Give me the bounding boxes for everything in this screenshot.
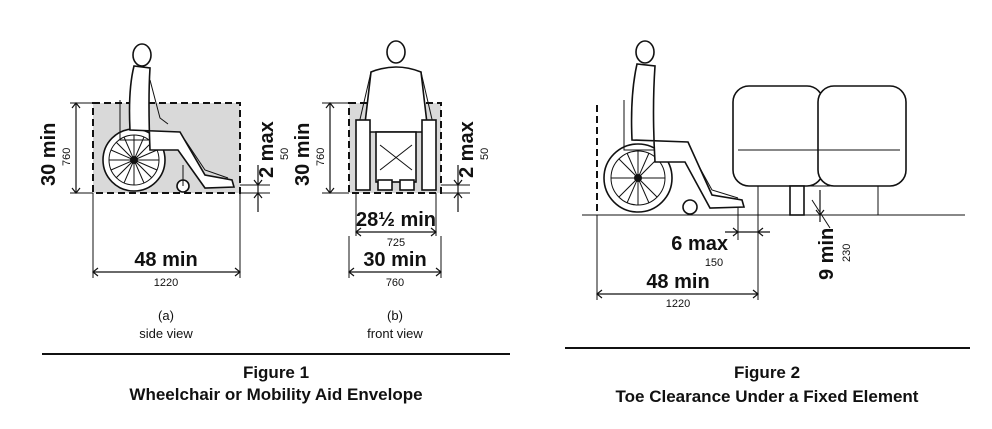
- front-toe-label: 2 max: [456, 121, 478, 178]
- side-sub-caption: side view: [139, 326, 193, 341]
- fig2-toe-depth-mm: 150: [705, 257, 723, 269]
- front-width-label: 30 min: [363, 249, 426, 271]
- fixed-seating-element: [732, 85, 907, 216]
- figure1-caption-number: Figure 1: [243, 363, 309, 382]
- fig2-length-mm: 1220: [666, 298, 690, 310]
- side-toe-mm: 50: [279, 148, 291, 160]
- side-length-label: 48 min: [134, 249, 197, 271]
- figure1-front-view: 30 min 760 2 max 50 28½ min 725 30 min 7…: [292, 40, 491, 341]
- figure2-caption-title: Toe Clearance Under a Fixed Element: [616, 387, 919, 406]
- figure1-side-view: 30 min 760 2 max 50 48 min 1220 (a) side…: [38, 43, 291, 341]
- side-height-mm: 760: [61, 148, 73, 166]
- front-sub-letter: (b): [387, 308, 403, 323]
- fig2-toe-depth-label: 6 max: [671, 233, 728, 255]
- fig2-length-label: 48 min: [646, 271, 709, 293]
- front-height-mm: 760: [315, 148, 327, 166]
- front-inner-width-mm: 725: [387, 237, 405, 249]
- side-sub-letter: (a): [158, 308, 174, 323]
- fig2-height-mm: 230: [841, 244, 853, 262]
- front-height-label: 30 min: [292, 123, 314, 186]
- figure2-caption-number: Figure 2: [734, 363, 800, 382]
- figure1-caption-title: Wheelchair or Mobility Aid Envelope: [129, 385, 422, 404]
- front-inner-width-label: 28½ min: [356, 209, 436, 231]
- side-wheelchair-figure: [102, 43, 236, 193]
- side-toe-label: 2 max: [256, 121, 278, 178]
- fig2-wheelchair-figure: [603, 40, 746, 215]
- front-width-mm: 760: [386, 277, 404, 289]
- front-sub-caption: front view: [367, 326, 423, 341]
- side-height-label: 30 min: [38, 123, 60, 186]
- front-wheelchair-figure: [355, 40, 437, 191]
- front-toe-mm: 50: [479, 148, 491, 160]
- fig2-height-label: 9 min: [816, 228, 838, 280]
- figure2-toe-clearance: 6 max 150 48 min 1220 9 min 230: [582, 40, 965, 310]
- side-length-mm: 1220: [154, 277, 178, 289]
